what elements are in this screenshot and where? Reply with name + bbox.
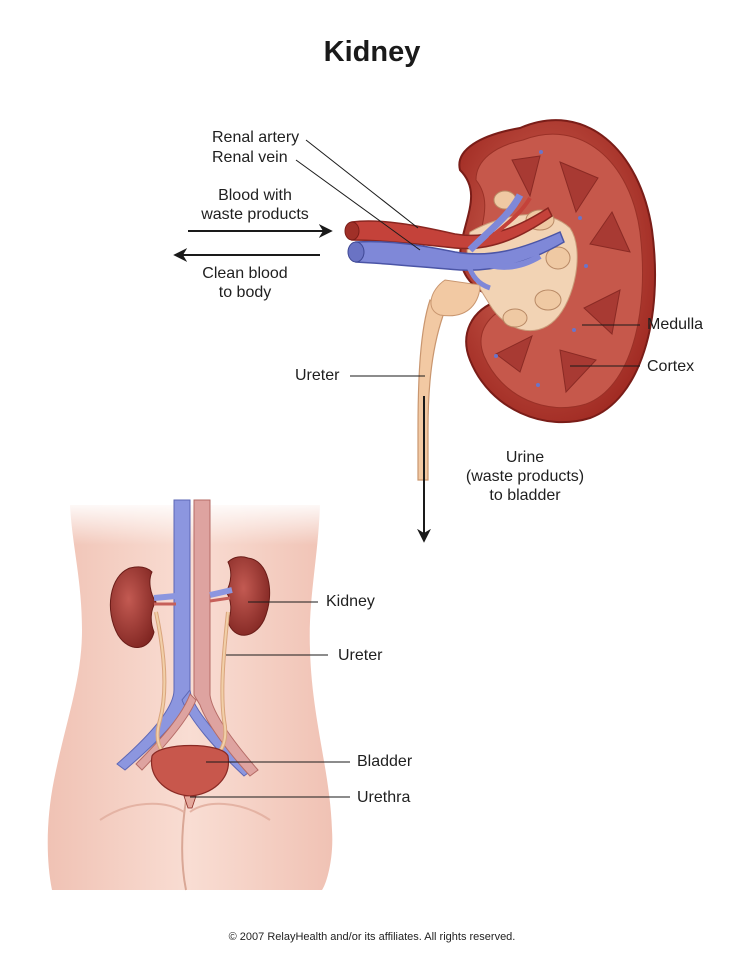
torso-illustration xyxy=(47,499,340,891)
label-urethra: Urethra xyxy=(357,789,411,806)
label-urine-line1: Urine xyxy=(505,449,545,466)
label-cortex: Cortex xyxy=(647,358,695,375)
leader-lines-top xyxy=(295,139,640,377)
label-kidney: Kidney xyxy=(326,593,375,610)
label-blood-waste-line2: waste products xyxy=(201,206,309,223)
label-clean-blood-line2: to body xyxy=(218,284,272,301)
renal-vessels xyxy=(344,193,565,291)
ureter-tube xyxy=(417,299,446,481)
label-ureter-top: Ureter xyxy=(295,367,340,384)
label-bladder: Bladder xyxy=(357,753,413,770)
diagram-title: Kidney xyxy=(323,36,421,68)
label-renal-artery: Renal artery xyxy=(212,129,300,146)
label-medulla: Medulla xyxy=(647,316,704,333)
label-ureter-body: Ureter xyxy=(338,647,383,664)
kidney-cross-section xyxy=(458,119,657,424)
copyright-notice: © 2007 RelayHealth and/or its affiliates… xyxy=(228,931,516,943)
label-clean-blood-line1: Clean blood xyxy=(202,265,288,282)
label-renal-vein: Renal vein xyxy=(212,149,288,166)
label-urine-line3: to bladder xyxy=(489,487,561,504)
leader-lines-body xyxy=(190,601,350,798)
label-urine-line2: (waste products) xyxy=(465,468,585,485)
label-blood-waste-line1: Blood with xyxy=(218,187,292,204)
